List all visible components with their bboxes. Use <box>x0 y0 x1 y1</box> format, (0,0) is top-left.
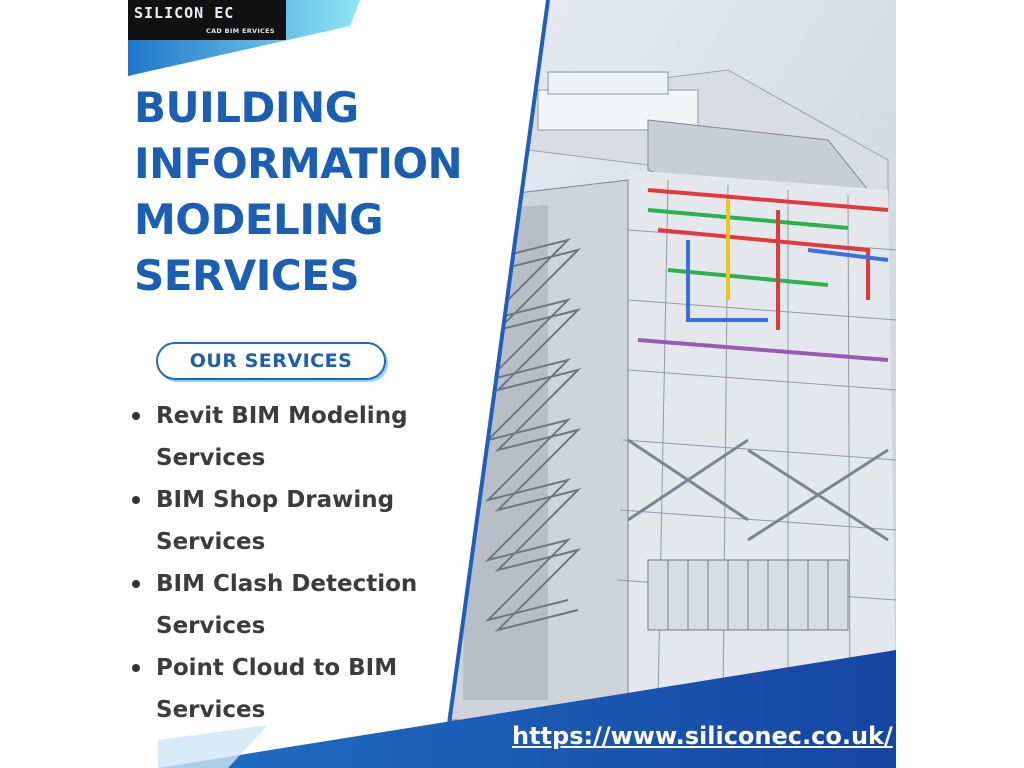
service-line: BIM Shop Drawing <box>156 487 395 513</box>
headline-line: MODELING <box>134 195 384 244</box>
bottom-band <box>158 650 896 768</box>
service-line: Point Cloud to BIM <box>156 655 398 681</box>
list-item: BIM Clash Detection Services <box>132 563 456 647</box>
bullet-icon <box>132 412 140 420</box>
bullet-icon <box>132 664 140 672</box>
services-heading: OUR SERVICES <box>156 342 386 380</box>
brand-tagline: CAD BIM ERVICES <box>206 27 275 35</box>
poster: SILICON EC CAD BIM ERVICES BUILDING INFO… <box>128 0 896 768</box>
service-line: Services <box>156 529 266 555</box>
list-item: Revit BIM Modeling Services <box>132 395 456 479</box>
list-item: Point Cloud to BIM Services <box>132 647 456 731</box>
service-line: Services <box>156 445 266 471</box>
bullet-icon <box>132 496 140 504</box>
service-list: Revit BIM Modeling Services BIM Shop Dra… <box>132 395 452 731</box>
bullet-icon <box>132 580 140 588</box>
brand-logo: SILICON EC CAD BIM ERVICES <box>128 0 286 40</box>
building-illustration <box>128 0 896 768</box>
service-line: Services <box>156 697 266 723</box>
headline-line: BUILDING <box>134 83 359 132</box>
headline-line: SERVICES <box>134 251 360 300</box>
page-title: BUILDING INFORMATION MODELING SERVICES <box>134 80 514 304</box>
service-line: Revit BIM Modeling <box>156 403 408 429</box>
list-item: BIM Shop Drawing Services <box>132 479 456 563</box>
headline-line: INFORMATION <box>134 139 463 188</box>
service-line: Services <box>156 613 266 639</box>
brand-name: SILICON EC <box>134 4 235 22</box>
service-line: BIM Clash Detection <box>156 571 418 597</box>
website-link[interactable]: https://www.siliconec.co.uk/ <box>512 722 893 750</box>
corner-band <box>128 0 360 76</box>
